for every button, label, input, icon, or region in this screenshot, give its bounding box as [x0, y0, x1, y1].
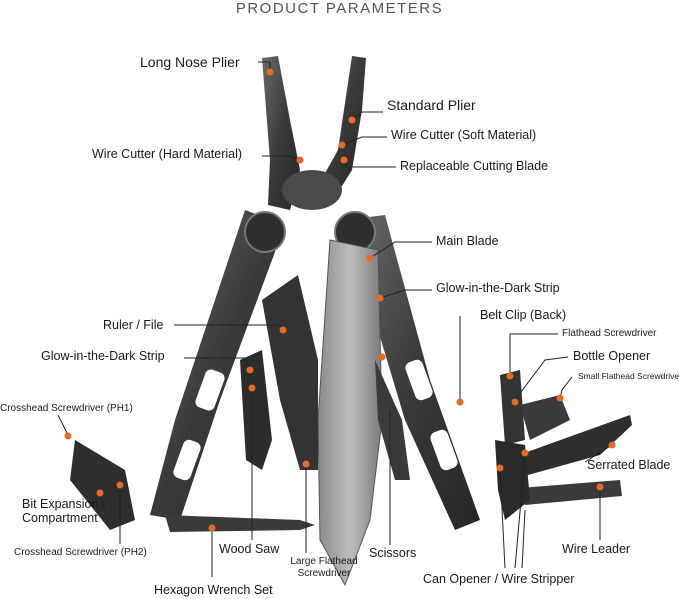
label-hex-wrench: Hexagon Wrench Set [154, 583, 273, 597]
marker-ph1 [64, 432, 72, 440]
right-handle-cutout-2 [430, 429, 458, 471]
marker-can-opener-1 [496, 464, 504, 472]
page-title: PRODUCT PARAMETERS [235, 0, 444, 17]
marker-wire-soft [338, 141, 346, 149]
marker-main-blade [366, 254, 374, 262]
leader-main-blade [369, 241, 432, 259]
leader-serrated [584, 444, 613, 463]
plier-jaws [262, 56, 366, 210]
label-serrated-blade: Serrated Blade [587, 458, 671, 472]
leader-long-nose [258, 61, 271, 70]
marker-bit-expansion [96, 489, 104, 497]
label-large-flathead-1: Large Flathead [290, 556, 358, 567]
leader-glow-right [379, 289, 432, 299]
main-blade-shape [317, 239, 383, 587]
label-bit-expansion-2: Compartment [22, 511, 98, 525]
left-handle-cutout-2 [173, 439, 201, 481]
plier-pivot [282, 170, 342, 210]
serrated-blade-shape [505, 415, 632, 480]
marker-standard-plier [348, 116, 356, 124]
marker-can-opener-2 [521, 449, 529, 457]
label-small-flathead: Small Flathead Screwdriver [578, 371, 679, 381]
right-jaw [310, 56, 366, 205]
label-wire-leader: Wire Leader [562, 542, 631, 556]
label-large-flathead-2: Screwdriver [297, 568, 351, 579]
wire-leader-shape [520, 480, 622, 505]
label-can-opener: Can Opener / Wire Stripper [423, 572, 575, 586]
leader-ph1 [57, 414, 69, 436]
marker-scissors [378, 353, 386, 361]
left-jaw [262, 56, 300, 210]
marker-flathead [506, 372, 514, 380]
hex-wrench-shape [165, 515, 315, 532]
label-flathead-screwdriver: Flathead Screwdriver [562, 328, 657, 339]
flathead-tool-shape [500, 370, 525, 445]
label-crosshead-ph2: Crosshead Screwdriver (PH2) [14, 547, 147, 558]
label-scissors: Scissors [369, 546, 417, 560]
label-glow-strip-left: Glow-in-the-Dark Strip [41, 349, 165, 363]
leader-wire-hard [262, 155, 299, 161]
marker-hex-wrench [208, 524, 216, 532]
marker-glow-left [246, 366, 254, 374]
marker-glow-right [376, 294, 384, 302]
left-pivot [244, 211, 286, 253]
marker-serrated [608, 441, 616, 449]
leader-can-opener-1 [499, 469, 506, 569]
label-belt-clip: Belt Clip (Back) [480, 308, 567, 322]
left-handle-cutout-1 [195, 369, 225, 411]
wood-saw-shape [240, 350, 272, 470]
marker-belt-clip [456, 398, 464, 406]
leader-bottle-opener [514, 356, 569, 401]
marker-replaceable [340, 156, 348, 164]
marker-wood-saw [248, 384, 256, 392]
marker-ph2 [116, 481, 124, 489]
label-wood-saw: Wood Saw [219, 542, 280, 556]
right-handle-cutout-1 [405, 359, 433, 401]
marker-small-flathead [556, 394, 564, 402]
label-bit-expansion-1: Bit Expansion [22, 497, 99, 511]
marker-wire-leader [596, 483, 604, 491]
label-long-nose-plier: Long Nose Plier [140, 54, 240, 70]
label-glow-strip-right: Glow-in-the-Dark Strip [436, 281, 560, 295]
marker-large-flathead [302, 460, 310, 468]
callout-markers [64, 68, 616, 532]
leader-can-opener-3 [521, 509, 526, 569]
leader-standard-plier [351, 111, 383, 121]
scissors-shape [375, 360, 410, 480]
marker-bottle-opener [511, 398, 519, 406]
label-crosshead-ph1: Crosshead Screwdriver (PH1) [0, 403, 133, 414]
leader-flathead [509, 333, 558, 374]
label-ruler-file: Ruler / File [103, 318, 164, 332]
label-standard-plier: Standard Plier [387, 97, 476, 113]
bit-compartment-shape [70, 440, 135, 530]
file-shape [262, 275, 318, 470]
label-main-blade: Main Blade [436, 234, 499, 248]
leader-replaceable [343, 161, 396, 168]
leader-bit-expansion [99, 494, 106, 511]
leader-glow-left [184, 357, 251, 371]
label-bottle-opener: Bottle Opener [573, 349, 651, 363]
leader-wire-soft [341, 136, 387, 146]
marker-wire-hard [296, 156, 304, 164]
label-wire-cutter-soft: Wire Cutter (Soft Material) [391, 128, 537, 142]
bottle-opener-shape [520, 395, 570, 440]
label-wire-cutter-hard: Wire Cutter (Hard Material) [92, 147, 243, 161]
leader-small-flathead [559, 376, 573, 399]
left-handle [150, 210, 285, 520]
label-replaceable-blade: Replaceable Cutting Blade [400, 159, 549, 173]
marker-long-nose [266, 68, 274, 76]
marker-ruler [279, 326, 287, 334]
right-tools [495, 370, 632, 520]
leader-can-opener-2 [514, 454, 526, 569]
center-tools [70, 239, 410, 587]
